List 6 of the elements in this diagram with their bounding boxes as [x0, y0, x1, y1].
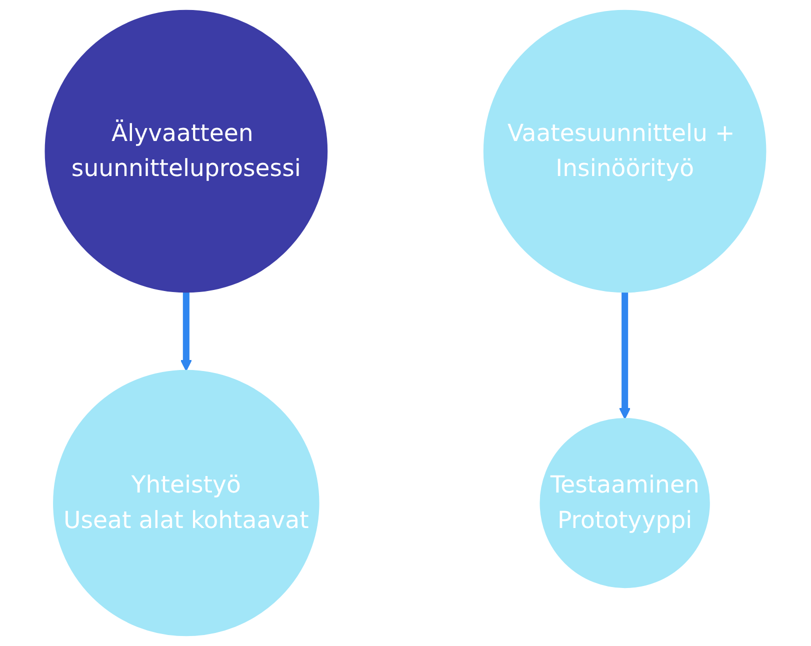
arrow	[619, 292, 631, 420]
node-circle: Älyvaatteen suunnitteluprosessi	[44, 10, 328, 293]
node-circle: Yhteistyö Useat alat kohtaavat	[53, 370, 320, 636]
node-circle: Vaatesuunnittelu + Insinöörityö	[483, 10, 766, 293]
node-circle: Testaaminen Prototyyppi	[540, 418, 710, 588]
arrow	[180, 292, 192, 372]
